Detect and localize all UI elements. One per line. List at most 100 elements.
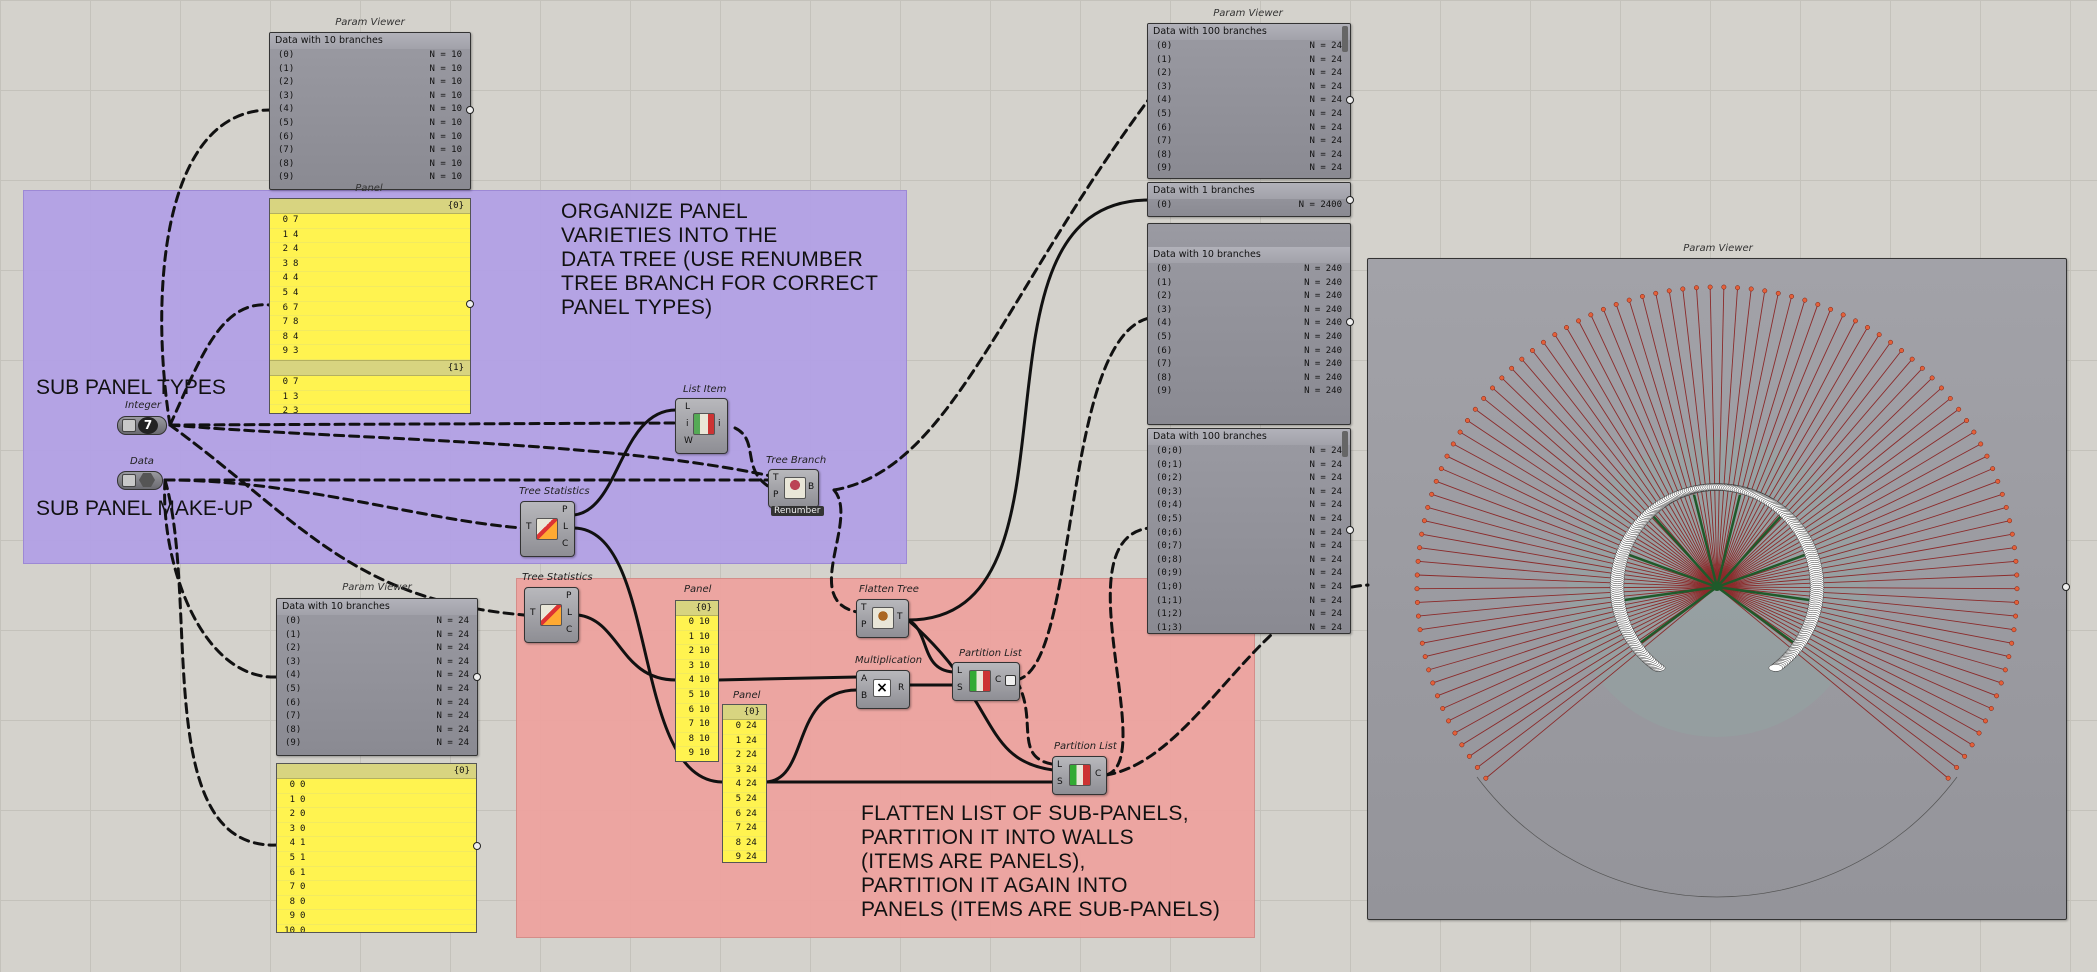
tree-statistics-component-2[interactable]: T P L C [524, 587, 579, 643]
output-grip[interactable] [1346, 526, 1354, 534]
tree-branch-line [1716, 468, 1993, 588]
pin-out-b[interactable]: B [808, 482, 815, 492]
output-grip[interactable] [2062, 583, 2070, 591]
tree-leaf-node [1984, 453, 1990, 459]
branch-count: N = 24 [1309, 568, 1342, 579]
renumber-tag[interactable]: Renumber [771, 506, 824, 516]
tree-branch-line [1709, 287, 1718, 588]
pin-out-c[interactable]: C [995, 675, 1002, 685]
tree-branch-line [1419, 547, 1718, 588]
output-grip[interactable] [473, 673, 481, 681]
panel-row-index: 7 [282, 317, 288, 328]
pin-p[interactable]: P [861, 620, 867, 630]
pin-s[interactable]: S [957, 683, 963, 693]
param-viewer-right-2[interactable]: Data with 1 branches (0)N = 2400 [1147, 182, 1351, 217]
pin-out-c[interactable]: C [566, 625, 573, 635]
viewer-branch-row: (1)N = 24 [277, 629, 477, 643]
branch-count: N = 24 [1309, 595, 1342, 606]
tree-statistics-icon [536, 518, 558, 540]
panel-row-value: 24 [746, 764, 757, 775]
tree-leaf-node [1707, 284, 1713, 290]
pin-i[interactable]: i [686, 419, 689, 429]
output-grip[interactable] [1346, 318, 1354, 326]
pin-out-p[interactable]: P [566, 591, 572, 601]
output-grip[interactable] [1346, 196, 1354, 204]
viewer-branch-row: (0;4)N = 24 [1148, 499, 1350, 513]
pin-t[interactable]: T [526, 522, 532, 532]
big-param-viewer[interactable] [1367, 258, 2067, 920]
tree-leaf-node [1417, 545, 1423, 551]
tree-leaf-node [1802, 297, 1808, 303]
pin-out-l[interactable]: L [563, 522, 569, 532]
output-grip[interactable] [466, 106, 474, 114]
tree-branch-component[interactable]: T P B [768, 469, 819, 508]
list-item-component[interactable]: L i W i [675, 398, 728, 454]
output-grip[interactable] [473, 842, 481, 850]
param-viewer-top-left[interactable]: Data with 10 branches (0)N = 10(1)N = 10… [269, 32, 471, 190]
viewer-branch-row: (8)N = 10 [270, 158, 470, 172]
pin-t[interactable]: T [861, 603, 867, 613]
pin-t[interactable]: T [530, 608, 536, 618]
multiplication-icon: × [873, 679, 891, 697]
viewer-scrollbar[interactable] [1342, 26, 1348, 52]
param-viewer-bottom-left[interactable]: Data with 10 branches (0)N = 24(1)N = 24… [276, 598, 478, 756]
pin-out-t[interactable]: T [897, 612, 903, 622]
pin-l[interactable]: L [685, 402, 691, 412]
tree-leaf-node [1613, 301, 1619, 307]
partition-list-component-2[interactable]: L S C [1052, 756, 1107, 795]
pin-s[interactable]: S [1057, 777, 1063, 787]
tree-statistics-component-1[interactable]: T P L C [520, 501, 575, 557]
pin-b[interactable]: B [861, 691, 868, 701]
tree-branch-line [1437, 586, 1718, 697]
branch-count: N = 24 [1309, 541, 1342, 552]
pin-t[interactable]: T [773, 473, 779, 483]
viewer-branch-row: (8)N = 24 [277, 724, 477, 738]
data-param[interactable] [117, 471, 163, 490]
panel-row-value: 3 [293, 346, 299, 357]
tree-leaf-node [1421, 518, 1427, 524]
list-item-title: List Item [683, 384, 727, 395]
panel-row-index: 3 [282, 258, 288, 269]
pin-out-c[interactable]: C [1095, 769, 1102, 779]
param-viewer-right-3[interactable]: Data with 10 branches (0)N = 240(1)N = 2… [1147, 223, 1351, 425]
tree-inner-branch [1716, 585, 1812, 602]
viewer-branch-row: (0;0)N = 24 [1148, 445, 1350, 459]
panel-row-value: 4 [293, 287, 299, 298]
tree-leaf-node [1909, 356, 1915, 362]
tree-branch-line [1424, 520, 1718, 588]
panel-row-value: 24 [746, 721, 757, 731]
partition-list-component-1[interactable]: L S C [952, 662, 1020, 701]
output-grip[interactable] [1346, 96, 1354, 104]
pin-a[interactable]: A [861, 674, 868, 684]
param-viewer-right-1[interactable]: Data with 100 branches (0)N = 24(1)N = 2… [1147, 23, 1351, 179]
pin-out-r[interactable]: R [898, 683, 905, 693]
output-grip[interactable] [466, 300, 474, 308]
tree-leaf-node [1969, 742, 1975, 748]
tree-leaf-node [1694, 285, 1699, 291]
pin-out-i[interactable]: i [718, 419, 721, 429]
panel-row-value: 24 [746, 852, 757, 863]
integer-param[interactable]: 7 [117, 416, 167, 435]
pin-l[interactable]: L [957, 666, 963, 676]
multiplication-component[interactable]: A B × R [856, 670, 910, 709]
flatten-tree-component[interactable]: T P T [856, 599, 909, 638]
pin-out-c[interactable]: C [562, 539, 569, 549]
pin-l[interactable]: L [1057, 760, 1063, 770]
pin-out-p[interactable]: P [562, 505, 568, 515]
tree-branch-line [1615, 304, 1718, 588]
group-flatten-partition[interactable] [516, 578, 1255, 938]
pin-out-l[interactable]: L [567, 608, 573, 618]
branch-path: (6) [1156, 122, 1173, 133]
panel-row-value: 10 [699, 704, 710, 715]
pin-p[interactable]: P [773, 490, 779, 500]
pin-w[interactable]: W [684, 436, 693, 446]
param-viewer-right-4[interactable]: Data with 100 branches (0;0)N = 24(0;1)N… [1147, 428, 1351, 634]
viewer-scrollbar[interactable] [1342, 431, 1348, 457]
